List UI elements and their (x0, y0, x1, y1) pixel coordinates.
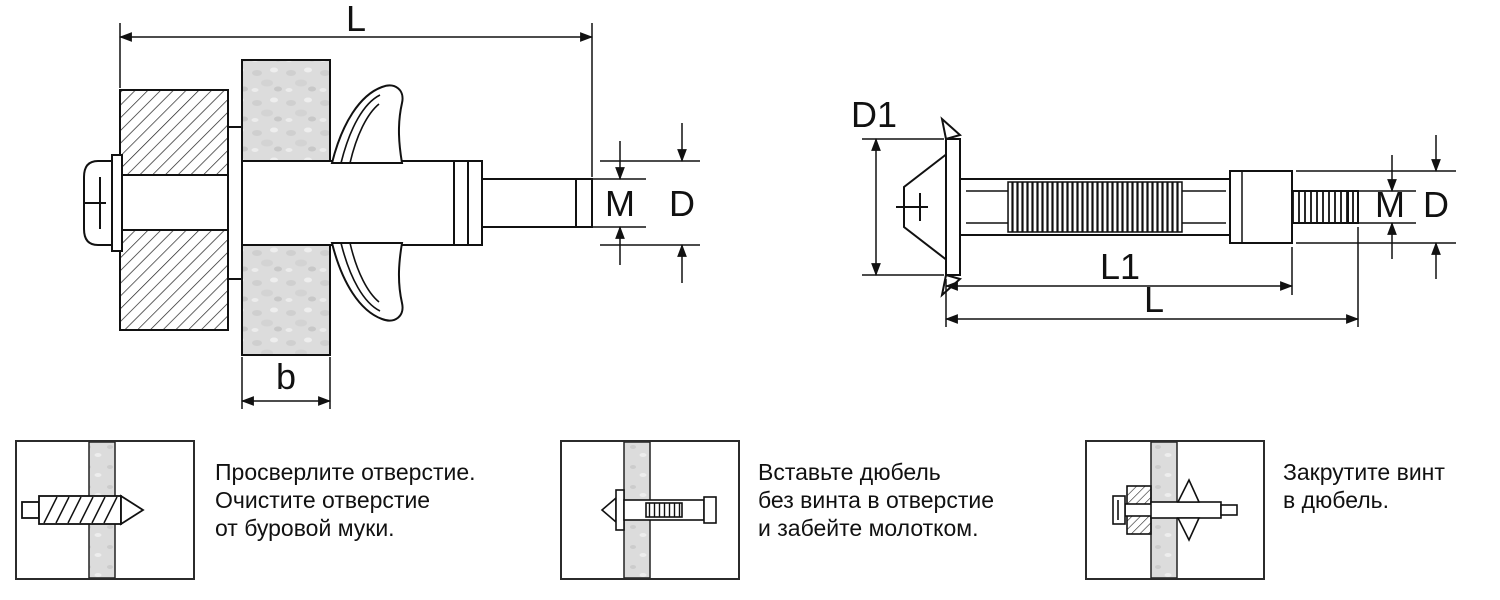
step-1-illustration-box (15, 440, 195, 580)
step-2-line-3: и забейте молотком. (758, 515, 979, 541)
drill-bit-icon (21, 442, 145, 578)
right-technical-drawing: D1 M D L1 L (851, 95, 1456, 327)
step-3-line-1: Закрутите винт (1283, 459, 1445, 485)
screw-shaft (121, 174, 229, 231)
step-2-illustration-box (560, 440, 740, 580)
dim-label-flange-diameter: D1 (851, 95, 897, 135)
step-1-line-2: Очистите отверстие (215, 487, 431, 513)
dim-label-diameter: D (669, 183, 695, 224)
step-3-text: Закрутите винт в дюбель. (1283, 458, 1500, 514)
anchor-sleeve (241, 160, 483, 246)
dim-label-length: L (1144, 279, 1164, 320)
dim-label-diameter: D (1423, 184, 1449, 225)
dim-label-wall-thickness: b (276, 356, 296, 397)
step-1-line-3: от буровой муки. (215, 515, 395, 541)
anchor-flange (227, 126, 243, 280)
left-dimensions (118, 23, 700, 409)
threaded-tip (1291, 190, 1359, 224)
anchor-body (959, 170, 1293, 244)
threaded-stud (453, 161, 593, 245)
anchor-head (896, 150, 949, 264)
step-2-text: Вставьте дюбель без винта в отверстие и … (758, 458, 1118, 542)
step-2-line-2: без винта в отверстие (758, 487, 995, 513)
anchor-wings (330, 84, 404, 322)
dim-label-thread: M (1375, 184, 1405, 225)
screw-head (83, 154, 123, 252)
step-1-text: Просверлите отверстие. Очистите отверсти… (215, 458, 575, 542)
dim-label-length: L (346, 5, 366, 39)
step-3-line-2: в дюбель. (1283, 487, 1390, 513)
insert-plug-icon (600, 442, 717, 578)
step-2-line-1: Вставьте дюбель (758, 459, 941, 485)
step-3-illustration-box (1085, 440, 1265, 580)
screw-in-plug-icon (1112, 442, 1238, 578)
dim-label-sleeve-length: L1 (1100, 246, 1140, 287)
dim-label-thread: M (605, 183, 635, 224)
left-technical-drawing: L M D b (83, 5, 700, 409)
right-dimensions (862, 135, 1456, 327)
step-1-line-1: Просверлите отверстие. (215, 459, 476, 485)
